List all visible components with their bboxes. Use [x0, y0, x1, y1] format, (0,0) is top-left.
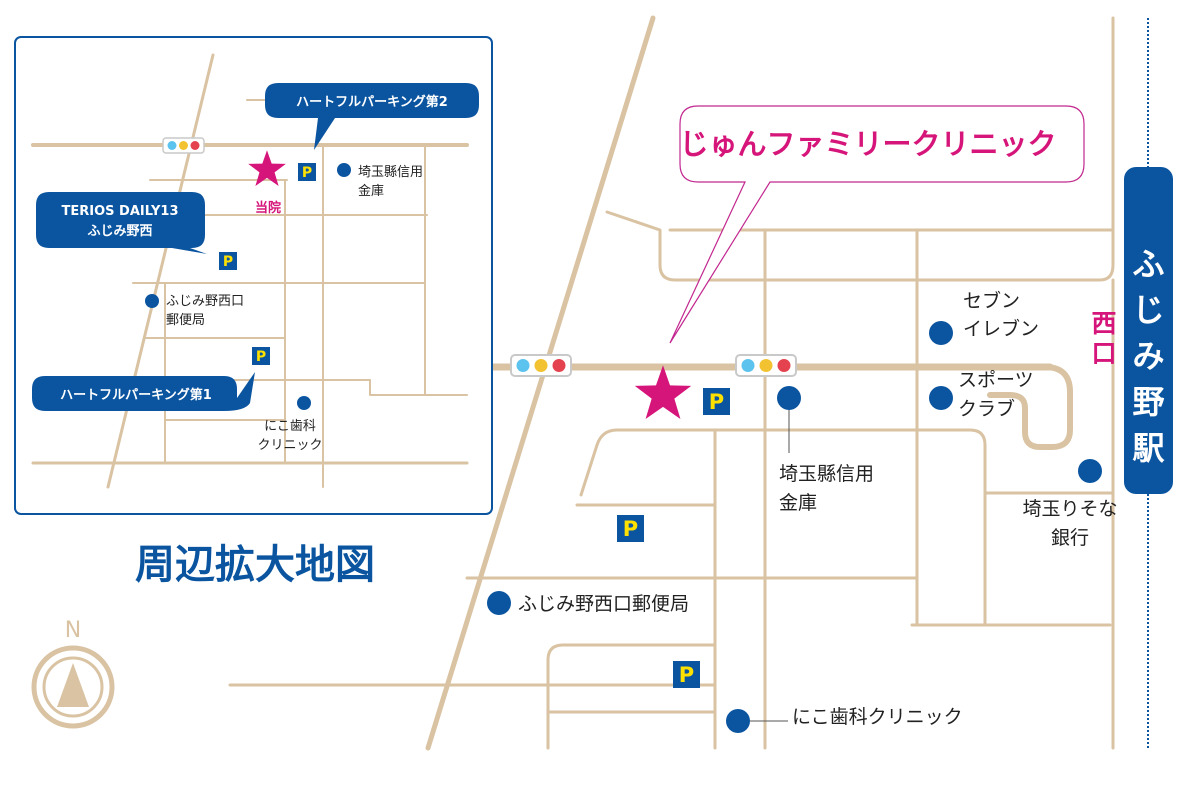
svg-text:ふじみ野西口郵便局: ふじみ野西口郵便局 [518, 593, 689, 615]
station-exit-label: 西 口 [1091, 309, 1116, 368]
landmark-dot-icon [777, 386, 801, 410]
inset-diagonal-road [106, 53, 215, 489]
parking-icon: P [617, 515, 644, 542]
inset-traffic-signal-icon [162, 137, 205, 154]
inset-landmark-dot-icon [337, 163, 351, 177]
landmark-dot-icon [929, 386, 953, 410]
main-map-roads [228, 15, 1115, 751]
inset-callout-terios: TERIOS DAILY13 ふじみ野西 [36, 192, 207, 254]
landmark-saitama-shinkin: 埼玉縣信用 金庫 [777, 386, 874, 514]
svg-text:TERIOS DAILY13: TERIOS DAILY13 [62, 204, 179, 219]
clinic-star-icon [634, 365, 692, 420]
svg-text:P: P [709, 390, 724, 414]
svg-text:西: 西 [1091, 309, 1116, 338]
landmark-seven-eleven: セブン イレブン [929, 289, 1039, 345]
street-645 [546, 643, 717, 750]
svg-text:P: P [623, 517, 638, 541]
landmark-sports-club: スポーツ クラブ [929, 369, 1034, 420]
svg-text:野: 野 [1132, 383, 1164, 421]
inset-parking-icon: P [252, 347, 270, 365]
svg-text:ハートフルパーキング第2: ハートフルパーキング第2 [296, 94, 448, 110]
svg-text:P: P [302, 165, 312, 181]
station-sign: ふ じ み 野 駅 [1124, 167, 1173, 494]
diagonal-road [425, 15, 656, 751]
landmark-dot-icon [929, 321, 953, 345]
svg-text:セブン: セブン [963, 289, 1020, 312]
sports-club-loop-road [987, 364, 1073, 450]
landmark-dot-icon [487, 591, 511, 615]
landmark-dot-icon [726, 709, 750, 733]
inset-landmark-dot-icon [297, 396, 311, 410]
inset-callout-parking-2: ハートフルパーキング第2 [265, 83, 479, 150]
landmark-post-office: ふじみ野西口郵便局 [487, 591, 689, 615]
upper-street [605, 16, 1115, 282]
inset-parking-icon: P [298, 163, 316, 181]
svg-text:口: 口 [1091, 339, 1116, 368]
inset-landmark-label: 埼玉縣信用 [358, 165, 423, 180]
inset-clinic-star-icon [248, 150, 286, 187]
inset-clinic-label: 当院 [255, 200, 281, 216]
svg-text:埼玉りそな: 埼玉りそな [1022, 498, 1117, 520]
inset-landmark-label: 郵便局 [166, 313, 205, 328]
svg-text:P: P [679, 663, 694, 687]
svg-text:埼玉縣信用: 埼玉縣信用 [779, 463, 874, 485]
inset-map: 当院 P P P 埼玉縣信用 金庫 ふじみ野西口 郵便局 にこ歯科 クリニック … [14, 36, 493, 515]
compass-icon: N [31, 618, 115, 729]
svg-text:にこ歯科クリニック: にこ歯科クリニック [792, 706, 963, 728]
landmark-dot-icon [1078, 459, 1102, 483]
clinic-callout: じゅんファミリークリニック [669, 105, 1085, 344]
svg-text:銀行: 銀行 [1051, 527, 1089, 549]
svg-text:ふ: ふ [1132, 245, 1164, 283]
traffic-signal-icon [510, 354, 572, 377]
inset-landmark-label: 金庫 [358, 183, 384, 199]
compass-north-label: N [65, 618, 81, 643]
inset-landmark-label: にこ歯科 [264, 419, 316, 434]
svg-text:駅: 駅 [1132, 429, 1164, 467]
inset-parking-icon: P [219, 252, 237, 270]
svg-text:金庫: 金庫 [779, 492, 817, 514]
inset-callout-parking-1: ハートフルパーキング第1 [32, 372, 255, 411]
map-title: 周辺拡大地図 [135, 542, 375, 588]
svg-text:クラブ: クラブ [958, 397, 1015, 420]
svg-text:み: み [1132, 337, 1164, 375]
svg-text:P: P [223, 254, 233, 270]
svg-text:P: P [256, 349, 266, 365]
inset-street-e [154, 379, 468, 396]
svg-text:イレブン: イレブン [963, 317, 1039, 340]
svg-text:じ: じ [1132, 291, 1164, 329]
inset-landmark-dot-icon [145, 294, 159, 308]
svg-text:スポーツ: スポーツ [958, 369, 1034, 391]
landmark-resona: 埼玉りそな 銀行 [1022, 459, 1118, 549]
parking-icon: P [703, 388, 730, 415]
inset-landmark-label: クリニック [257, 438, 322, 453]
inset-landmark-label: ふじみ野西口 [166, 294, 244, 309]
landmark-dental: にこ歯科クリニック [726, 706, 963, 733]
clinic-name: じゅんファミリークリニック [679, 127, 1056, 161]
parking-icon: P [673, 661, 700, 688]
traffic-signal-icon [735, 354, 797, 377]
svg-text:ハートフルパーキング第1: ハートフルパーキング第1 [60, 387, 212, 403]
south-road [579, 428, 987, 627]
svg-text:ふじみ野西: ふじみ野西 [87, 224, 152, 239]
